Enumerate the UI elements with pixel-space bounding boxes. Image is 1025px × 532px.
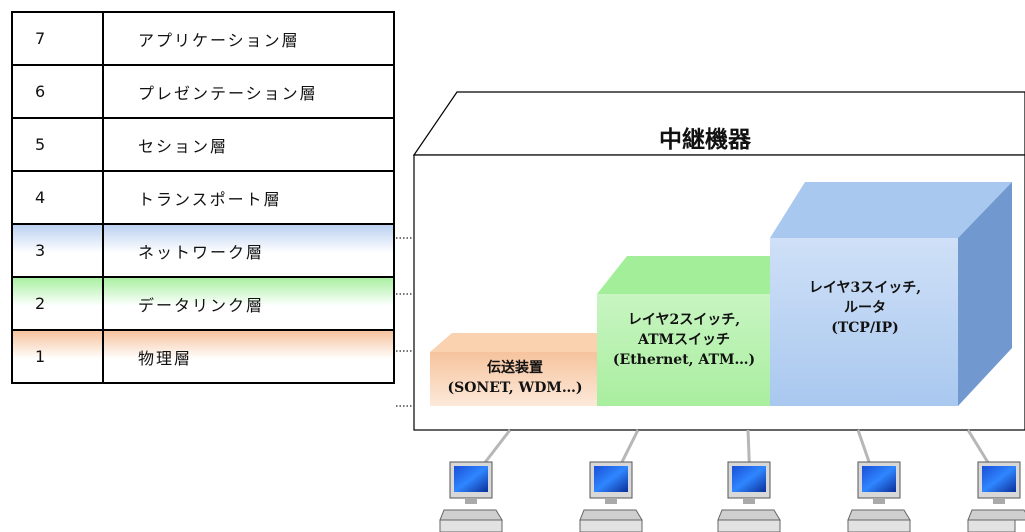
label-line: ATMスイッチ bbox=[637, 332, 730, 348]
layer-number: 6 bbox=[11, 64, 104, 119]
layer2-switch-label: レイヤ2スイッチ, ATMスイッチ (Ethernet, ATM…) bbox=[596, 310, 772, 370]
relay-device-title: 中継機器 bbox=[659, 127, 751, 153]
box-transmission-front bbox=[430, 352, 597, 406]
layer-name: データリンク層 bbox=[102, 276, 395, 331]
layer-number: 4 bbox=[11, 170, 104, 225]
layer-row-6: 6 プレゼンテーション層 bbox=[11, 64, 395, 119]
layer-row-5: 5 セション層 bbox=[11, 117, 395, 172]
layer-number: 3 bbox=[11, 223, 104, 278]
box-transmission-top bbox=[430, 333, 610, 352]
label-line: (TCP/IP) bbox=[831, 320, 899, 336]
desktop-computer-icon bbox=[579, 461, 643, 532]
label-line: ルータ bbox=[844, 300, 886, 316]
layer-row-2: 2 データリンク層 bbox=[11, 276, 395, 331]
layer-number: 5 bbox=[11, 117, 104, 172]
osi-layer-table: 7 アプリケーション層 6 プレゼンテーション層 5 セション層 4 トランスポ… bbox=[11, 11, 395, 384]
layer-row-3: 3 ネットワーク層 bbox=[11, 223, 395, 278]
transmission-equipment-label: 伝送装置 (SONET, WDM…) bbox=[432, 358, 598, 398]
desktop-computer-icon bbox=[967, 461, 1025, 532]
box-l2-front bbox=[597, 294, 771, 406]
desktop-computer-icon bbox=[847, 461, 911, 532]
layer-name: プレゼンテーション層 bbox=[102, 64, 395, 119]
label-line: 伝送装置 bbox=[487, 360, 543, 376]
box-l2-top bbox=[597, 256, 800, 294]
layer-number: 1 bbox=[11, 329, 104, 384]
label-line: レイヤ2スイッチ, bbox=[627, 312, 741, 328]
layer-number: 2 bbox=[11, 276, 104, 331]
layer-name: アプリケーション層 bbox=[102, 11, 395, 66]
layer-name: 物理層 bbox=[102, 329, 395, 384]
box-l3-top bbox=[770, 182, 1012, 238]
layer-row-4: 4 トランスポート層 bbox=[11, 170, 395, 225]
label-line: レイヤ3スイッチ, bbox=[808, 280, 922, 296]
layer-name: ネットワーク層 bbox=[102, 223, 395, 278]
layer-name: トランスポート層 bbox=[102, 170, 395, 225]
box-l3-front bbox=[770, 238, 958, 406]
layer-number: 7 bbox=[11, 11, 104, 66]
box-l3-side bbox=[958, 182, 1012, 406]
layer-name: セション層 bbox=[102, 117, 395, 172]
desktop-computer-icon bbox=[717, 461, 781, 532]
layer-row-7: 7 アプリケーション層 bbox=[11, 11, 395, 66]
label-line: (SONET, WDM…) bbox=[447, 380, 583, 396]
layer3-switch-label: レイヤ3スイッチ, ルータ (TCP/IP) bbox=[772, 278, 958, 338]
desktop-computer-icon bbox=[439, 461, 503, 532]
layer-row-1: 1 物理層 bbox=[11, 329, 395, 384]
label-line: (Ethernet, ATM…) bbox=[612, 352, 756, 368]
